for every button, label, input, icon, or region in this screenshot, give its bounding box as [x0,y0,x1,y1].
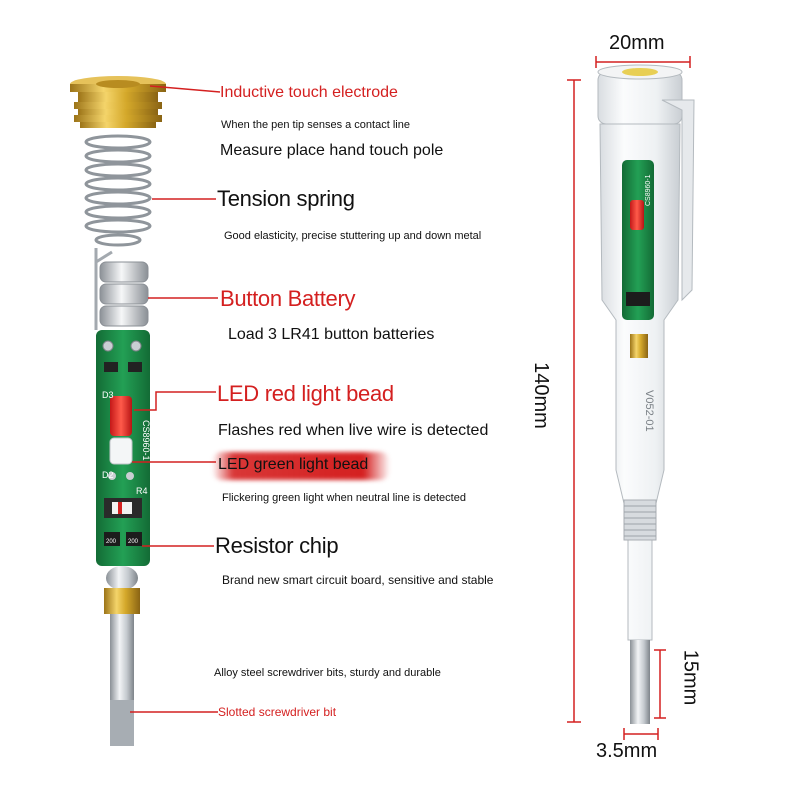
dim-width-top: 20mm [609,32,665,54]
pcb-chip-1: 200 [106,539,117,545]
bit-desc: Alloy steel screwdriver bits, sturdy and… [214,667,441,679]
led-green-title: LED green light bead [218,456,369,473]
electrode-desc-2: Measure place hand touch pole [220,142,444,159]
pcb-label-d2: D2 [102,470,114,480]
spring-desc: Good elasticity, precise stuttering up a… [224,230,482,242]
dim-length: 140mm [529,362,552,429]
led-green-desc: Flickering green light when neutral line… [222,492,466,504]
electrode-title: Inductive touch electrode [220,84,398,101]
circuit-board [96,330,150,566]
highlight-bar [212,452,390,480]
pen-pcb-text: CS8960-1 [645,174,652,206]
electrode-desc-1: When the pen tip senses a contact line [221,119,410,131]
spring-title: Tension spring [217,186,355,211]
screwdriver-bit [104,566,140,746]
touch-electrode [70,76,166,128]
pcb-label-r4: R4 [136,486,148,496]
led-red-desc: Flashes red when live wire is detected [218,422,489,439]
tension-spring [84,134,152,330]
pen-model-text: V052-01 [643,390,655,432]
leader-lines [130,85,221,713]
dim-tip-width: 3.5mm [596,740,658,762]
pcb-chip-2: 200 [128,539,139,545]
assembled-tester [597,64,695,724]
dim-tip-length: 15mm [679,649,702,706]
resistor-desc: Brand new smart circuit board, sensitive… [222,573,494,587]
bit-title: Slotted screwdriver bit [218,705,337,719]
button-batteries [99,261,149,327]
pcb-label-d3: D3 [102,390,114,400]
dimension-lines [567,56,691,740]
battery-desc: Load 3 LR41 button batteries [228,326,435,343]
battery-title: Button Battery [220,286,356,311]
resistor-title: Resistor chip [215,533,339,558]
pcb-label-model: CS8960-1 [141,420,151,461]
led-red-title: LED red light bead [217,381,394,406]
